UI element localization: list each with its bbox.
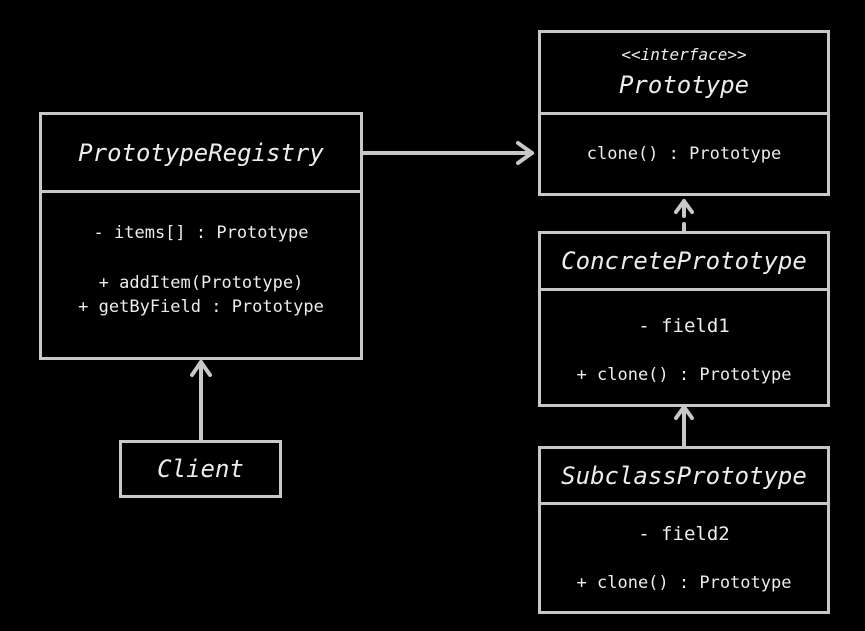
prototype-title: Prototype [618, 71, 750, 99]
subclass-prototype-class: SubclassPrototype - field2 + clone() : P… [538, 446, 830, 614]
concrete-clone-method: + clone() : Prototype [576, 365, 792, 385]
client-title: Client [157, 455, 244, 483]
subclass-prototype-divider [541, 502, 827, 505]
client-class: Client [119, 440, 282, 498]
concrete-prototype-divider [541, 288, 827, 291]
registry-to-prototype-association [360, 141, 534, 165]
subclass-field2-attribute: - field2 [638, 523, 730, 545]
subclass-clone-method: + clone() : Prototype [576, 573, 792, 593]
prototype-divider [541, 112, 827, 115]
prototype-registry-divider [42, 190, 360, 193]
concrete-implements-prototype [674, 199, 694, 234]
subclass-extends-concrete [674, 405, 694, 449]
concrete-field1-attribute: - field1 [638, 315, 730, 337]
subclass-prototype-title: SubclassPrototype [561, 461, 807, 490]
client-to-registry-association [190, 360, 212, 443]
concrete-prototype-title: ConcretePrototype [561, 247, 807, 275]
prototype-registry-class: PrototypeRegistry - items[] : Prototype … [39, 112, 363, 360]
registry-additem-method: + addItem(Prototype) [98, 273, 304, 293]
prototype-interface: <<interface>> Prototype clone() : Protot… [538, 30, 830, 196]
prototype-registry-title: PrototypeRegistry [78, 138, 324, 167]
concrete-prototype-class: ConcretePrototype - field1 + clone() : P… [538, 231, 830, 407]
registry-getbyfield-method: + getByField : Prototype [78, 297, 324, 317]
prototype-clone-method: clone() : Prototype [586, 144, 782, 164]
prototype-stereotype: <<interface>> [621, 45, 747, 64]
registry-items-attribute: - items[] : Prototype [93, 223, 309, 243]
